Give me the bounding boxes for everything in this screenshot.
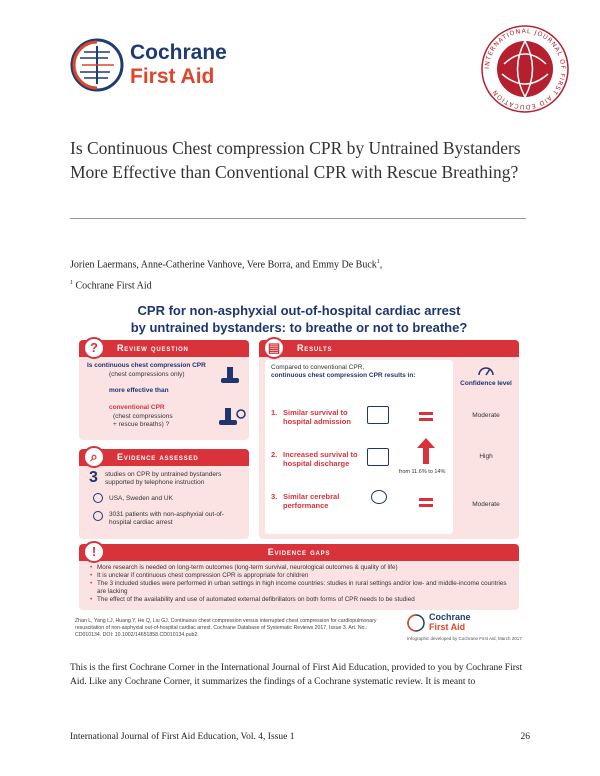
patients-text: 3031 patients with non-asphyxial out-of-…: [109, 511, 224, 526]
exclamation-icon: !: [83, 541, 105, 563]
logo-text-first-aid: First Aid: [130, 65, 215, 88]
countries-text: USA, Sweden and UK: [109, 495, 173, 502]
infographic-citation: Zhan L, Yang LJ, Huang Y, He Q, Liu GJ. …: [75, 618, 377, 638]
study-count: 3: [89, 469, 98, 486]
results-intro1: Compared to conventional CPR,: [271, 364, 365, 371]
page-footer: International Journal of First Aid Educa…: [70, 732, 530, 742]
rq-line1: Is continuous chest compression CPR: [87, 362, 247, 370]
gauge-icon: [478, 367, 494, 376]
gap-bullet-2: It is unclear if continuous chest compre…: [90, 572, 517, 580]
rescue-breath-icon: [219, 408, 246, 425]
affiliation-text: Cochrane First Aid: [75, 280, 152, 292]
rq-line6: + rescue breaths) ?: [113, 421, 170, 428]
equal-bar-3b: [419, 504, 433, 507]
rq-line1-text: Is continuous chest compression CPR: [87, 362, 206, 369]
rq-line5: (chest compressions: [113, 413, 173, 420]
question-mark-icon: ?: [83, 337, 105, 359]
infographic: CPR for non-asphyxial out-of-hospital ca…: [75, 296, 523, 656]
affiliation: 1 Cochrane First Aid: [70, 280, 152, 291]
equal-bar-3a: [419, 498, 433, 501]
infographic-mini-logo: Cochrane First Aid Infographic developed…: [407, 612, 522, 646]
result3-number: 3.: [271, 492, 278, 501]
result2-text: Increased survival to hospital discharge: [283, 450, 358, 468]
body-paragraph: This is the first Cochrane Corner in the…: [70, 663, 523, 687]
confidence-2: High: [479, 453, 493, 460]
gap-bullet-1: More research is needed on long-term out…: [90, 564, 517, 572]
magnifier-icon: ⌕: [83, 446, 105, 468]
cochrane-first-aid-logo: Cochrane First Aid: [70, 38, 250, 98]
authors-text: Jorien Laermans, Anne-Catherine Vanhove,…: [70, 259, 377, 271]
evidence-assessed-panel: Evidence assessed ⌕ 3 studies on CPR by …: [79, 446, 249, 539]
studies-description: studies on CPR by untrained bystanders s…: [105, 471, 222, 486]
evidence-assessed-heading: Evidence assessed: [79, 449, 249, 466]
equal-bar-1a: [419, 412, 433, 415]
author-superscript: 1: [376, 259, 380, 265]
rq-line3: more effective than: [109, 387, 169, 394]
cochrane-logo-icon: [70, 38, 124, 92]
rq-line2: (chest compressions only): [109, 371, 185, 378]
results-intro2: continuous chest compression CPR results…: [271, 372, 416, 379]
result2-note: from 11.6% to 14%: [399, 469, 446, 475]
result1-number: 1.: [271, 408, 278, 417]
chart-icon: ▤: [263, 337, 285, 359]
author-list: Jorien Laermans, Anne-Catherine Vanhove,…: [70, 259, 383, 271]
mini-logo-line2: First Aid: [429, 622, 466, 632]
review-question-panel: Review question ? Is continuous chest co…: [79, 337, 249, 440]
article-title: Is Continuous Chest compression CPR by U…: [70, 138, 521, 182]
hospital-icon-2: [367, 448, 389, 466]
results-panel: Results ▤ Compared to conventional CPR, …: [259, 337, 519, 539]
results-heading: Results: [259, 340, 519, 357]
infographic-title-line2: by untrained bystanders: to breathe or n…: [130, 320, 468, 335]
infographic-title-line1: CPR for non-asphyxial out-of-hospital ca…: [137, 303, 461, 318]
result3-text: Similar cerebral performance: [283, 492, 340, 510]
mini-logo-line1: Cochrane: [429, 612, 471, 622]
evidence-gaps-panel: Evidence gaps ! More research is needed …: [79, 541, 519, 610]
mini-cochrane-icon: [407, 614, 425, 632]
confidence-1: Moderate: [472, 412, 500, 419]
globe-icon: [93, 493, 103, 503]
patients-icon: [93, 511, 103, 521]
mini-logo-caption: Infographic developed by Cochrane First …: [407, 636, 522, 641]
gap-bullet-3: The 3 included studies were performed in…: [90, 580, 517, 596]
footer-journal: International Journal of First Aid Educa…: [70, 732, 295, 742]
cpr-compression-icon: [221, 367, 239, 383]
increase-arrow-icon: [417, 438, 435, 464]
review-question-heading: Review question: [79, 340, 249, 357]
logo-text-cochrane: Cochrane: [130, 41, 227, 64]
rq-line4: conventional CPR: [109, 404, 165, 411]
title-divider: [70, 218, 526, 219]
confidence-3: Moderate: [472, 501, 500, 508]
infographic-title: CPR for non-asphyxial out-of-hospital ca…: [75, 302, 523, 336]
page-number: 26: [520, 732, 531, 742]
gap-bullet-4: The effect of the availability and use o…: [90, 596, 517, 604]
affiliation-superscript: 1: [70, 280, 73, 286]
equal-bar-1b: [419, 418, 433, 421]
evidence-gaps-heading: Evidence gaps: [79, 544, 519, 561]
result1-text: Similar survival to hospital admission: [283, 408, 351, 426]
hospital-icon-1: [367, 406, 389, 424]
journal-seal-logo: INTERNATIONAL JOURNAL OF FIRST AID EDUCA…: [481, 25, 569, 113]
result2-number: 2.: [271, 450, 278, 459]
confidence-level-label: Confidence level: [460, 380, 512, 387]
brain-icon: [371, 490, 387, 504]
